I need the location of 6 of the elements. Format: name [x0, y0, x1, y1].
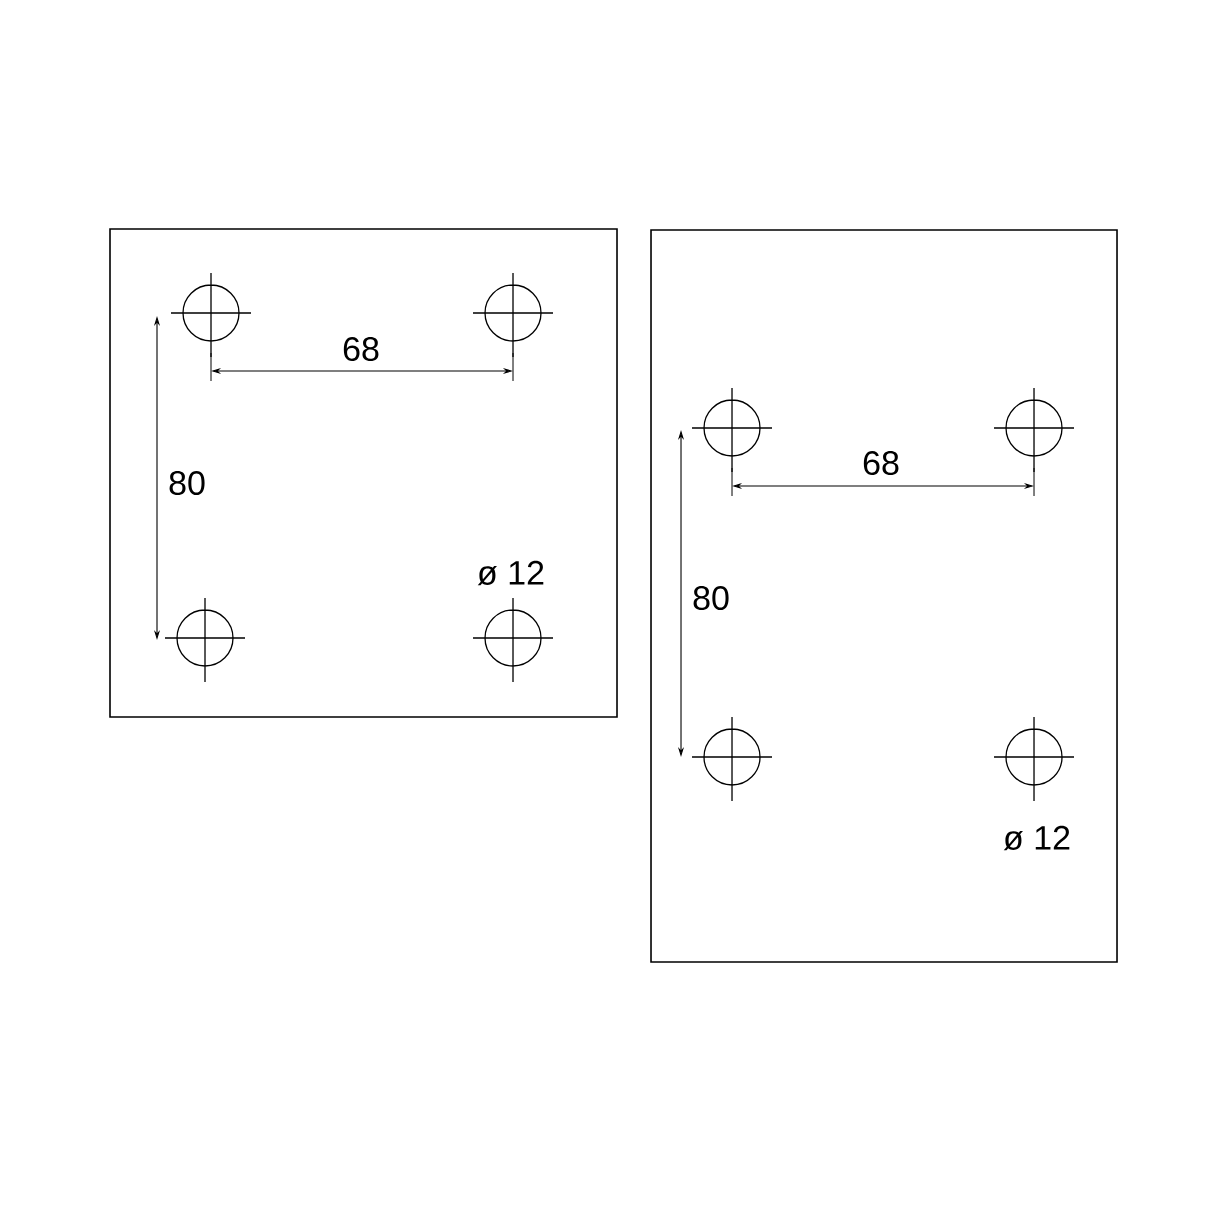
diameter-label: ø 12 [477, 560, 544, 586]
dimension-label: 68 [863, 450, 899, 476]
dimension-label: 68 [343, 336, 379, 362]
diameter-label: ø 12 [1003, 825, 1070, 851]
dimension-label: 80 [169, 470, 205, 496]
dimension-label: 80 [693, 585, 729, 611]
